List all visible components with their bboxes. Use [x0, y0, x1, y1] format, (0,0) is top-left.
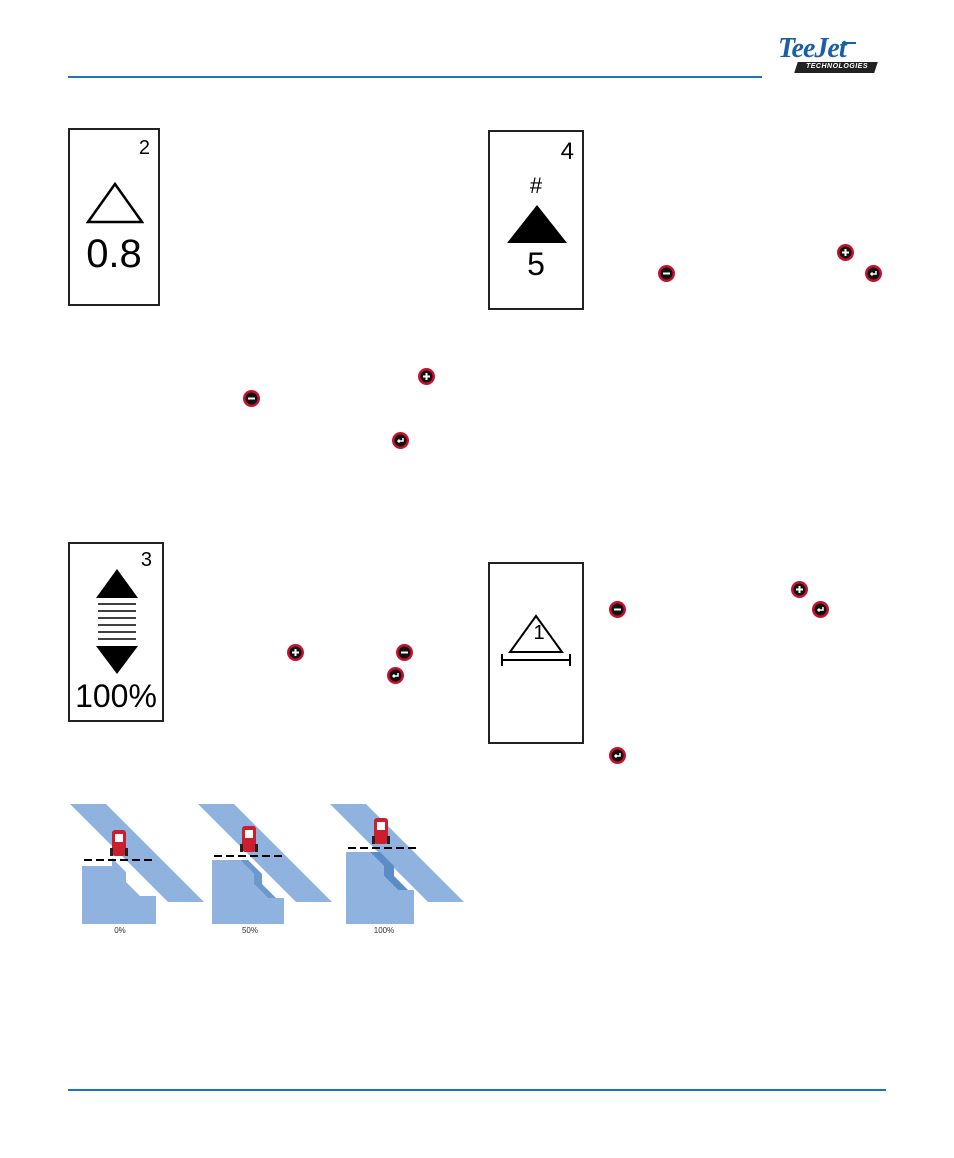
screen-panel-3: 3 100% [68, 542, 164, 722]
minus-button-icon [658, 265, 675, 282]
overlap-diagram-50 [198, 804, 332, 924]
filled-triangle-icon [506, 204, 568, 244]
hash-symbol: # [490, 174, 582, 198]
teejet-logo: TeeJet TECHNOLOGIES [772, 34, 878, 76]
header-rule [68, 76, 762, 78]
overlap-diagram-100 [330, 804, 464, 924]
logo-sub: TECHNOLOGIES [800, 63, 874, 70]
panel-number: 4 [561, 140, 574, 164]
enter-button-icon [387, 667, 404, 684]
panel-number: 2 [139, 138, 150, 158]
plus-button-icon [287, 644, 304, 661]
enter-button-icon [609, 747, 626, 764]
overlap-illustration [68, 800, 468, 930]
panel-number: 3 [141, 550, 152, 570]
enter-button-icon [812, 601, 829, 618]
plus-button-icon [418, 368, 435, 385]
outline-triangle-icon [86, 182, 144, 224]
screen-panel-width: 1 [488, 562, 584, 744]
screen-panel-4: 4 # 5 [488, 130, 584, 310]
logo-swoosh [842, 42, 856, 44]
overlap-scale-icon [94, 568, 140, 676]
enter-button-icon [392, 432, 409, 449]
logo-word: TeeJet [778, 34, 846, 64]
enter-button-icon [865, 265, 882, 282]
screen-panel-2: 2 0.8 [68, 128, 160, 306]
plus-button-icon [791, 581, 808, 598]
plus-button-icon [837, 244, 854, 261]
panel-value: 100% [70, 678, 162, 714]
triangle-label: 1 [528, 622, 550, 644]
caption-0: 0% [100, 926, 140, 935]
panel-value: 5 [490, 246, 582, 282]
minus-button-icon [243, 390, 260, 407]
overlap-diagram-0 [70, 804, 204, 924]
caption-100: 100% [364, 926, 404, 935]
panel-value: 0.8 [70, 232, 158, 276]
footer-rule [68, 1089, 886, 1091]
minus-button-icon [609, 601, 626, 618]
caption-50: 50% [230, 926, 270, 935]
minus-button-icon [396, 644, 413, 661]
